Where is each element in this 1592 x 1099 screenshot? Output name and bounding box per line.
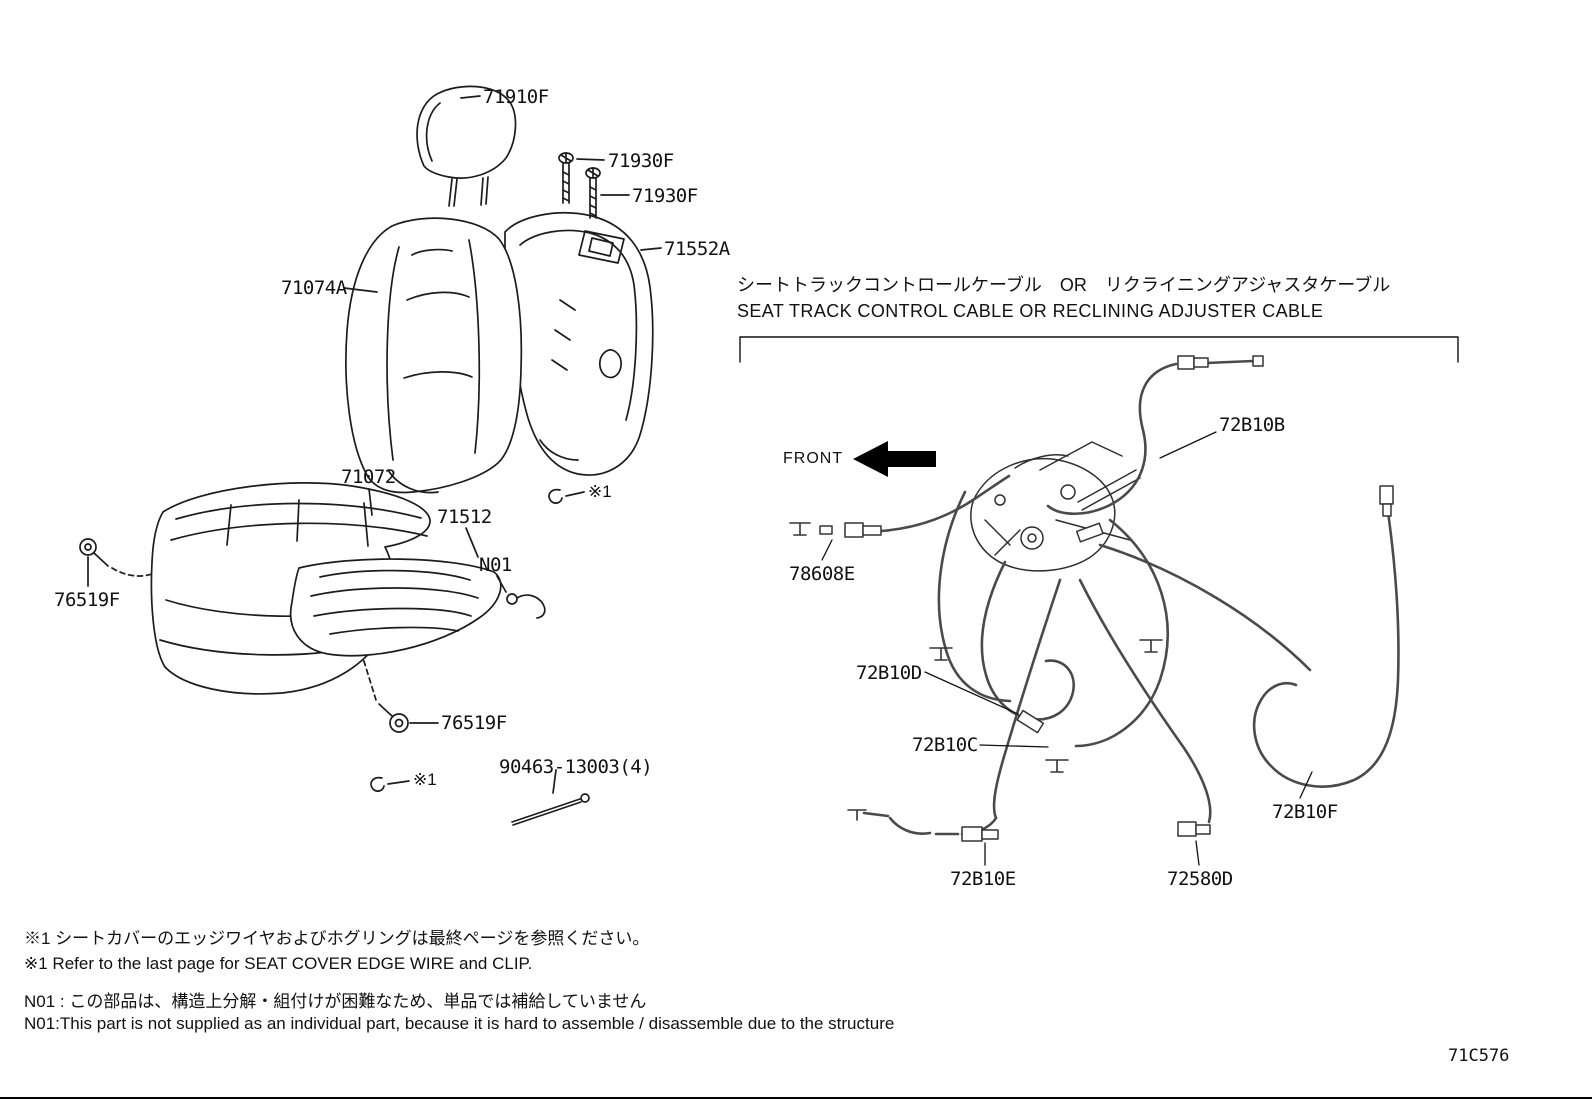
label-cable-72b10e: 72B10E: [950, 868, 1016, 890]
footnote-ref-jp: ※1 シートカバーのエッジワイヤおよびホグリングは最終ページを参照ください。: [24, 929, 650, 948]
leader-lines-right: [821, 431, 1313, 866]
screw-art-2: [585, 167, 601, 219]
figure-code: 71C576: [1448, 1046, 1510, 1066]
clip-left-art: [79, 538, 153, 587]
label-screw-top: 71930F: [608, 150, 674, 172]
label-cable-78608e: 78608E: [789, 563, 855, 585]
clip-bottom-art: [362, 657, 439, 733]
cable-assembly-view: [739, 336, 1459, 866]
label-edge-wire: 90463-13003(4): [499, 756, 653, 778]
seatback-cover-art: [345, 217, 523, 494]
leader-n01: [496, 575, 507, 593]
cable-section-title-en: SEAT TRACK CONTROL CABLE OR RECLINING AD…: [737, 301, 1324, 321]
edge-wire-art: [511, 769, 590, 826]
seat-exploded-view: [79, 85, 662, 826]
label-clip-bottom: 76519F: [441, 712, 507, 734]
label-back-cover: 71074A: [281, 277, 347, 299]
label-cable-72580d: 72580D: [1167, 868, 1233, 890]
section-bracket: [739, 336, 1459, 363]
connector-fittings: [819, 355, 1394, 842]
page-bottom-rule: [0, 1097, 1592, 1099]
mount-clip-icons: [789, 522, 1163, 821]
label-cable-72b10f: 72B10F: [1272, 801, 1338, 823]
label-cable-72b10d: 72B10D: [856, 662, 922, 684]
front-direction-label: FRONT: [783, 450, 844, 467]
headrest-art: [416, 85, 517, 207]
adjuster-mechanism-art: [970, 441, 1141, 572]
label-cable-72b10b: 72B10B: [1219, 414, 1285, 436]
leader-71930f-1: [576, 158, 605, 161]
label-clip-left: 76519F: [54, 589, 120, 611]
label-headrest: 71910F: [483, 86, 549, 108]
leader-71910f: [460, 95, 481, 99]
pad-art: [289, 558, 502, 657]
label-cushion-pad: 71512: [437, 506, 492, 528]
label-ref-lower: ※1: [413, 770, 437, 789]
hook-lower-icon: [370, 776, 410, 792]
cables-art: [862, 359, 1400, 836]
leader-71552a: [640, 247, 662, 251]
cable-section-title-jp: シートトラックコントロールケーブル OR リクライニングアジャスタケーブル: [737, 275, 1391, 295]
leader-71074a: [343, 287, 378, 293]
seatback-frame-art: [504, 212, 654, 476]
footnote-n01-jp: N01 : この部品は、構造上分解・組付けが困難なため、単品では補給していません: [24, 992, 647, 1011]
n01-part-art: [506, 593, 546, 619]
screw-art-1: [558, 152, 574, 204]
label-ref-upper: ※1: [588, 482, 612, 501]
label-cushion-cover: 71072: [341, 466, 396, 488]
hook-upper-icon: [548, 488, 585, 504]
label-n01: N01: [479, 554, 512, 576]
leader-71072: [368, 488, 373, 516]
footnote-n01-en: N01:This part is not supplied as an indi…: [24, 1014, 895, 1033]
front-arrow-icon: [853, 441, 936, 477]
leader-71512: [465, 527, 479, 558]
label-cable-72b10c: 72B10C: [912, 734, 978, 756]
footnote-ref-en: ※1 Refer to the last page for SEAT COVER…: [24, 954, 533, 973]
label-screw-bottom: 71930F: [632, 185, 698, 207]
label-back-frame: 71552A: [664, 238, 730, 260]
